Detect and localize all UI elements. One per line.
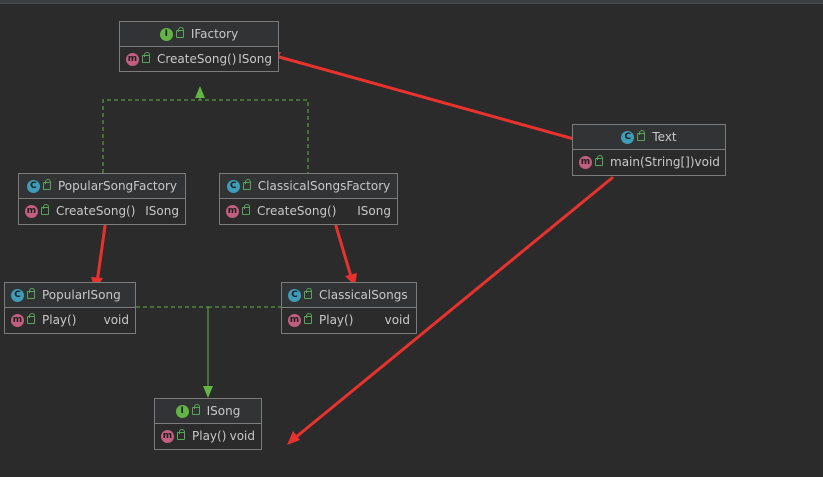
popular-song-factory-method-row[interactable]: m CreateSong() ISong bbox=[19, 199, 185, 223]
classical-songs-name: ClassicalSongs bbox=[319, 288, 408, 302]
isong-method-row[interactable]: m Play() void bbox=[155, 424, 261, 448]
implements-ifactory-connector bbox=[102, 86, 309, 173]
method-name: Play() bbox=[319, 313, 354, 327]
lock-icon bbox=[175, 27, 184, 38]
implements-ifactory-arrowhead bbox=[195, 86, 205, 98]
classical-songs-factory-class-box[interactable]: C ClassicalSongsFactory m CreateSong() I… bbox=[219, 173, 398, 225]
method-name: main(String[]) bbox=[610, 155, 695, 169]
method-icon: m bbox=[288, 313, 301, 327]
lock-icon bbox=[191, 404, 200, 415]
ifactory-name: IFactory bbox=[190, 27, 239, 41]
interface-icon: I bbox=[175, 404, 189, 418]
class-icon: C bbox=[11, 288, 24, 302]
interface-icon: I bbox=[159, 27, 173, 41]
method-return-type: ISong bbox=[357, 204, 391, 218]
text-name: Text bbox=[652, 130, 677, 144]
method-name: CreateSong() bbox=[157, 52, 237, 66]
class-icon: C bbox=[26, 179, 40, 193]
lock-icon bbox=[242, 179, 251, 190]
class-icon: C bbox=[226, 179, 240, 193]
method-return-type: ISong bbox=[238, 52, 272, 66]
lock-icon bbox=[27, 288, 35, 299]
popular-isong-method-row[interactable]: m Play() void bbox=[5, 308, 135, 332]
popular-isong-class-box[interactable]: C PopularISong m Play() void bbox=[4, 282, 136, 334]
popular-song-factory-name: PopularSongFactory bbox=[57, 179, 177, 193]
popular-isong-name: PopularISong bbox=[42, 288, 121, 302]
text-method-row[interactable]: m main(String[]) void bbox=[573, 150, 725, 174]
method-icon: m bbox=[161, 429, 174, 443]
lock-icon bbox=[304, 313, 312, 324]
method-name: Play() bbox=[192, 429, 227, 443]
method-name: CreateSong() bbox=[56, 204, 136, 218]
red-arrow-popular-factory-to-product bbox=[95, 224, 107, 285]
class-icon: C bbox=[621, 130, 635, 144]
window-top-edge bbox=[0, 0, 823, 4]
isong-header: I ISong bbox=[155, 399, 261, 424]
ifactory-header: I IFactory bbox=[120, 22, 278, 47]
text-class-box[interactable]: C Text m main(String[]) void bbox=[572, 124, 726, 176]
implements-isong-arrowhead bbox=[203, 386, 213, 398]
method-name: CreateSong() bbox=[257, 204, 337, 218]
method-icon: m bbox=[25, 204, 38, 218]
popular-song-factory-class-box[interactable]: C PopularSongFactory m CreateSong() ISon… bbox=[18, 173, 186, 225]
popular-isong-header: C PopularISong bbox=[5, 283, 135, 308]
method-return-type: ISong bbox=[145, 204, 179, 218]
red-arrow-text-to-isong bbox=[288, 176, 614, 444]
lock-icon bbox=[27, 313, 35, 324]
classical-songs-factory-header: C ClassicalSongsFactory bbox=[220, 174, 397, 199]
isong-interface-box[interactable]: I ISong m Play() void bbox=[154, 398, 262, 450]
method-icon: m bbox=[11, 313, 24, 327]
red-arrow-text-to-ifactory bbox=[270, 53, 576, 141]
method-name: Play() bbox=[42, 313, 77, 327]
popular-song-factory-header: C PopularSongFactory bbox=[19, 174, 185, 199]
lock-icon bbox=[142, 52, 150, 63]
method-icon: m bbox=[226, 204, 239, 218]
method-return-type: void bbox=[229, 429, 255, 443]
lock-icon bbox=[637, 130, 646, 141]
class-icon: C bbox=[288, 288, 301, 302]
lock-icon bbox=[177, 429, 185, 440]
text-header: C Text bbox=[573, 125, 725, 150]
lock-icon bbox=[41, 204, 49, 215]
red-arrowhead-isong bbox=[287, 431, 300, 445]
lock-icon bbox=[42, 179, 51, 190]
method-return-type: void bbox=[103, 313, 129, 327]
method-icon: m bbox=[579, 155, 592, 169]
ifactory-interface-box[interactable]: I IFactory m CreateSong() ISong bbox=[119, 21, 279, 72]
method-return-type: void bbox=[694, 155, 720, 169]
classical-songs-factory-name: ClassicalSongsFactory bbox=[257, 179, 391, 193]
red-arrow-classical-factory-to-product bbox=[334, 224, 354, 282]
classical-songs-class-box[interactable]: C ClassicalSongs m Play() void bbox=[281, 282, 417, 334]
lock-icon bbox=[242, 204, 250, 215]
classical-songs-method-row[interactable]: m Play() void bbox=[282, 308, 416, 332]
method-return-type: void bbox=[384, 313, 410, 327]
method-icon: m bbox=[126, 52, 139, 66]
ifactory-method-row[interactable]: m CreateSong() ISong bbox=[120, 47, 278, 71]
classical-songs-header: C ClassicalSongs bbox=[282, 283, 416, 308]
classical-songs-factory-method-row[interactable]: m CreateSong() ISong bbox=[220, 199, 397, 223]
lock-icon bbox=[304, 288, 312, 299]
lock-icon bbox=[595, 155, 603, 166]
isong-name: ISong bbox=[206, 404, 241, 418]
